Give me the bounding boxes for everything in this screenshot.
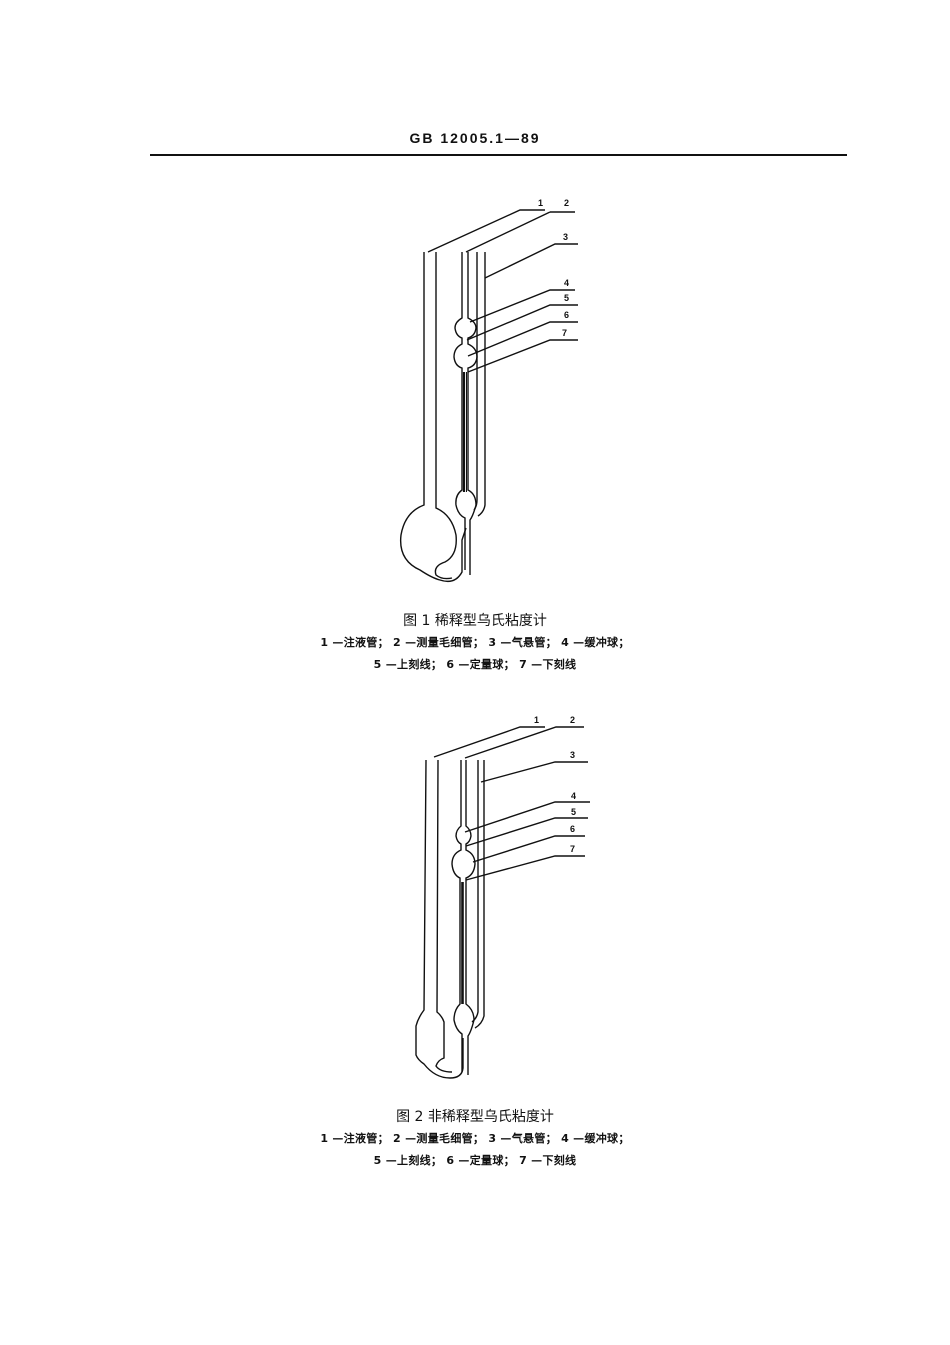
- svg-text:5: 5: [571, 807, 576, 817]
- standard-code-header: GB 12005.1—89: [409, 130, 541, 146]
- svg-text:6: 6: [564, 310, 569, 320]
- figure-2-legend-line1: 1 —注液管； 2 —测量毛细管； 3 —气悬管； 4 —缓冲球；: [320, 1132, 630, 1145]
- figure-1-legend-line1: 1 —注液管； 2 —测量毛细管； 3 —气悬管； 4 —缓冲球；: [320, 636, 630, 649]
- figure-1-diagram: 1 2 3 4 5 6 7: [399, 198, 578, 583]
- svg-text:7: 7: [570, 844, 575, 854]
- svg-text:5: 5: [564, 293, 569, 303]
- svg-text:6: 6: [570, 824, 575, 834]
- svg-text:1: 1: [534, 715, 539, 725]
- svg-text:7: 7: [562, 328, 567, 338]
- svg-text:1: 1: [538, 198, 543, 208]
- svg-text:3: 3: [563, 232, 568, 242]
- svg-text:4: 4: [564, 278, 569, 288]
- figure-1-caption: 图 1 稀释型乌氏粘度计: [403, 613, 547, 629]
- svg-text:2: 2: [564, 198, 569, 208]
- figure-2-diagram: 1 2 3 4 5 6 7: [415, 715, 590, 1079]
- svg-text:3: 3: [570, 750, 575, 760]
- header-rule: [150, 154, 847, 156]
- figure-2-caption: 图 2 非稀释型乌氏粘度计: [396, 1109, 554, 1125]
- svg-text:2: 2: [570, 715, 575, 725]
- svg-text:4: 4: [571, 791, 576, 801]
- figure-1-legend-line2: 5 —上刻线； 6 —定量球； 7 —下刻线: [373, 658, 577, 671]
- figure-2-legend-line2: 5 —上刻线； 6 —定量球； 7 —下刻线: [373, 1154, 577, 1167]
